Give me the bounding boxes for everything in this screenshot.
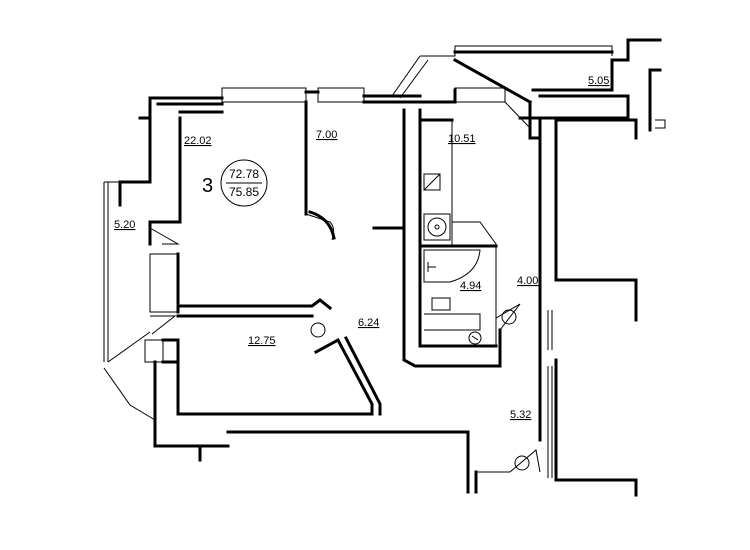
apartment-number: 3	[202, 175, 213, 197]
room-kitchen-area: 10.51	[448, 133, 476, 145]
doors	[149, 101, 541, 473]
room-balcony-right-area: 5.05	[588, 75, 609, 87]
walls	[103, 38, 666, 497]
room-bedroom-area: 12.75	[248, 335, 276, 347]
area-circle	[220, 159, 268, 207]
room-hall-area: 7.00	[316, 129, 337, 141]
room-bathroom-area: 4.94	[460, 280, 481, 292]
living-area-value: 72.78	[229, 167, 259, 181]
room-labels: 22.02 7.00 10.51 5.05 5.20 4.94 4.00 6.2…	[114, 75, 609, 421]
kitchen-fixtures	[419, 119, 497, 346]
room-corridor-right-area: 4.00	[517, 275, 538, 287]
total-area-value: 75.85	[229, 185, 259, 199]
room-loggia-left-area: 5.20	[114, 219, 135, 231]
apartment-badge: 3 72.78 75.85	[202, 159, 268, 207]
room-living-area: 22.02	[184, 135, 212, 147]
bathroom-fixtures	[418, 244, 498, 345]
room-entry-area: 5.32	[510, 409, 531, 421]
room-corridor-area: 6.24	[358, 317, 379, 329]
